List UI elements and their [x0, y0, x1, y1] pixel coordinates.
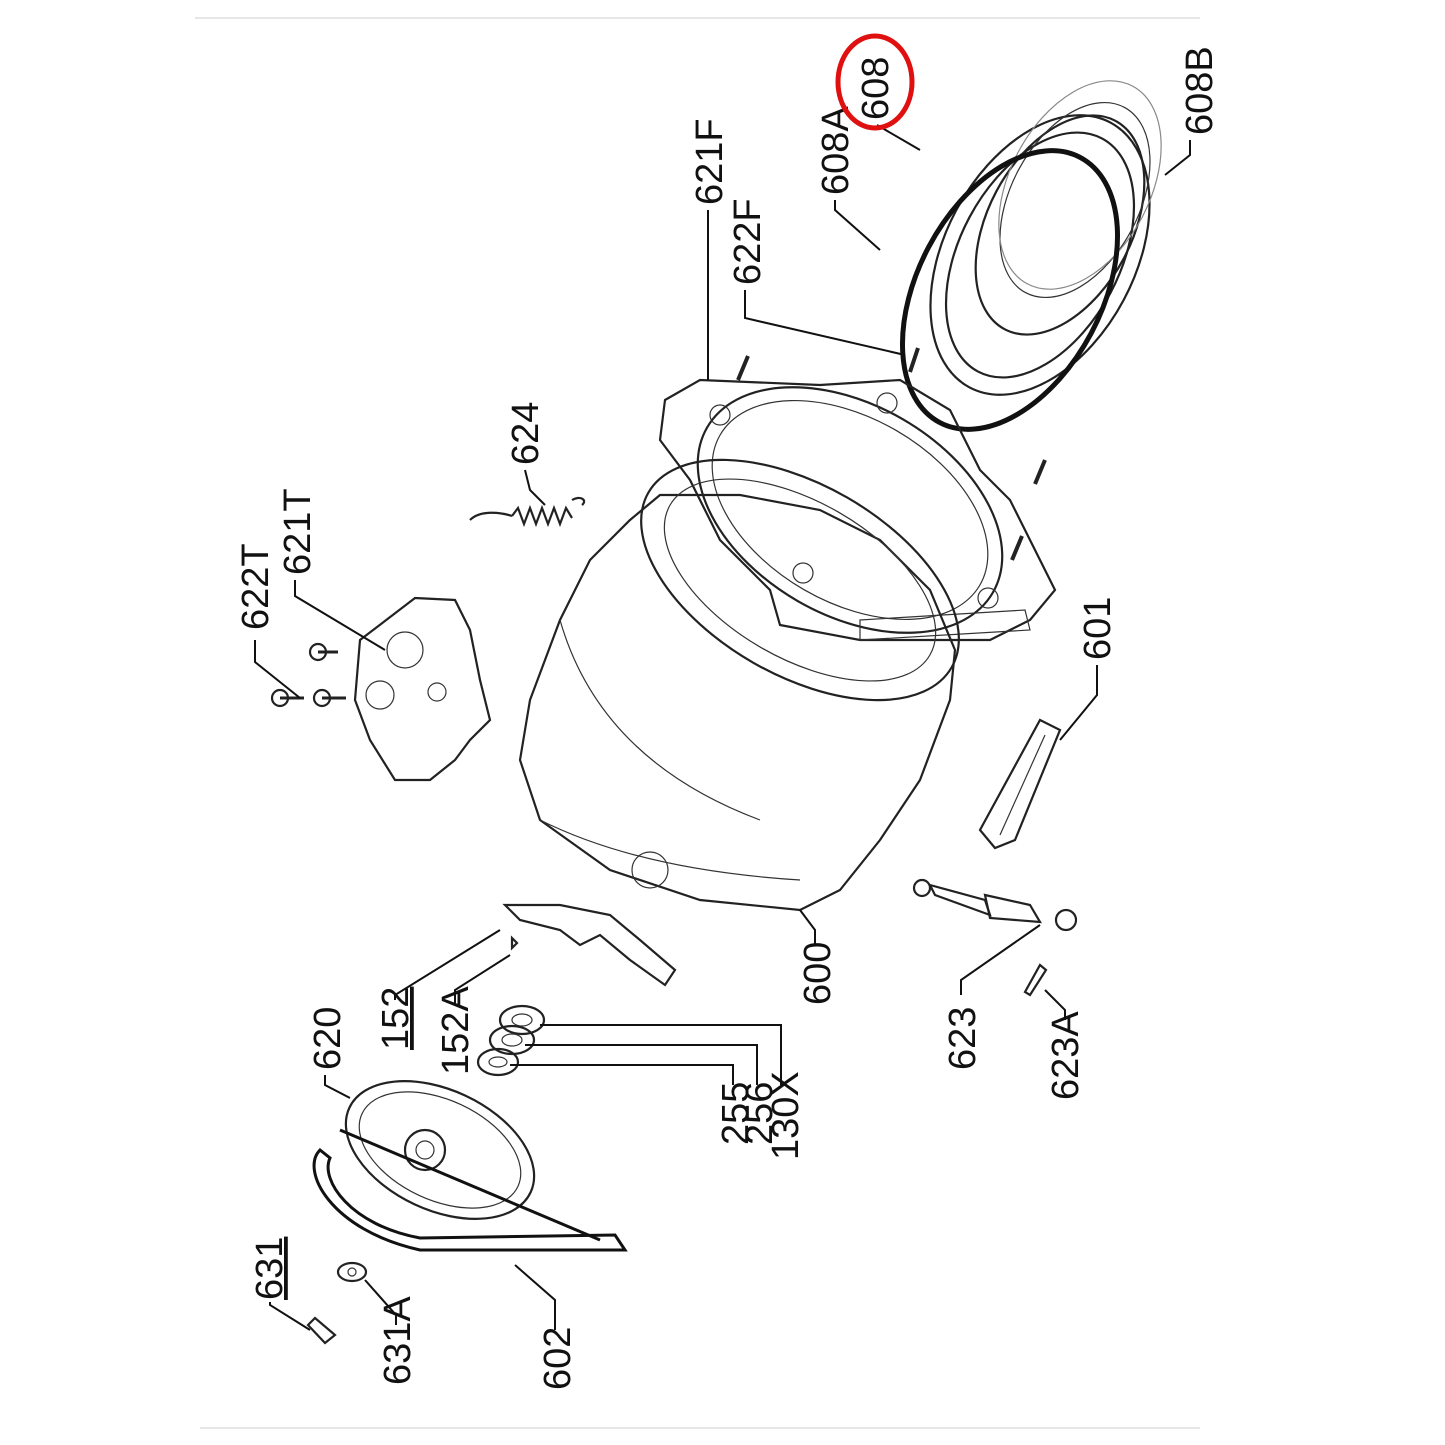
label-622F: 622F — [727, 198, 769, 285]
rear-cover-621T — [353, 596, 492, 782]
label-622T: 622T — [235, 543, 277, 630]
label-623: 623 — [942, 1007, 984, 1070]
pin-623A — [1023, 963, 1048, 997]
drum-lifter-601 — [978, 718, 1062, 850]
label-152: 152 — [375, 987, 417, 1050]
label-624: 624 — [505, 402, 547, 465]
label-631A: 631A — [377, 1296, 419, 1385]
tub-rear-600 — [518, 458, 960, 912]
clip-152A — [510, 935, 519, 951]
spring-624 — [469, 496, 586, 528]
label-621F: 621F — [689, 118, 731, 205]
label-621T: 621T — [277, 488, 319, 575]
label-608: 608 — [855, 57, 897, 120]
label-623A: 623A — [1045, 1011, 1087, 1100]
label-152A: 152A — [435, 986, 477, 1075]
hose-152 — [502, 903, 677, 987]
label-608A: 608A — [815, 106, 857, 195]
label-255: 255 — [715, 1082, 757, 1145]
bearings-255-256-130X — [476, 1004, 546, 1077]
label-631: 631 — [249, 1237, 291, 1300]
label-256: 256 — [739, 1082, 781, 1145]
label-620: 620 — [307, 1007, 349, 1070]
label-608B: 608B — [1179, 46, 1221, 135]
leader-lines — [254, 124, 1191, 1331]
belt-602 — [312, 1128, 628, 1252]
tub-front-621F — [658, 378, 1057, 642]
highlight-circle — [835, 33, 915, 131]
screw-622T — [270, 642, 346, 708]
label-600: 600 — [797, 942, 839, 1005]
bolt-631 — [306, 1316, 337, 1345]
label-130X: 130X — [765, 1071, 807, 1160]
pulley-620 — [344, 1080, 536, 1220]
washer-631A — [336, 1261, 368, 1283]
clamp-ring-608A — [899, 148, 1121, 432]
label-602: 602 — [537, 1327, 579, 1390]
label-601: 601 — [1077, 597, 1119, 660]
shock-absorber-623 — [912, 878, 1078, 932]
screw-622F — [736, 347, 1047, 561]
